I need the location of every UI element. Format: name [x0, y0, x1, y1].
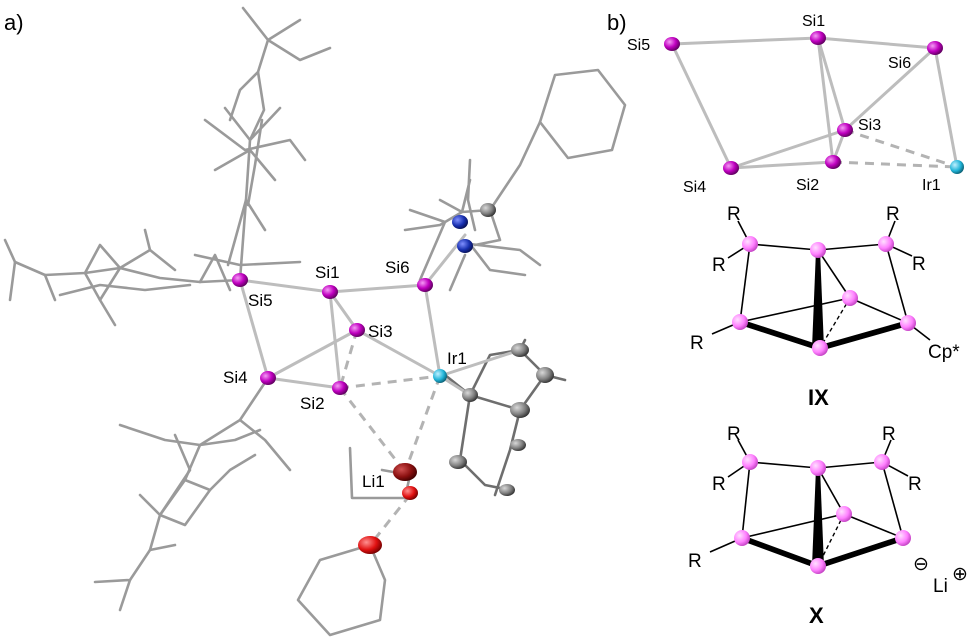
atom-n2: [457, 239, 473, 253]
nhc-ligand: [403, 68, 627, 292]
ix-r-2: R: [712, 255, 726, 276]
atom-si3: [349, 323, 365, 337]
x-r-3: R: [882, 424, 896, 445]
atom-labels-a: Si5 Si1 Si6 Si3 Si4 Si2 Ir1 Li1: [223, 258, 467, 491]
x-r-2: R: [712, 474, 726, 495]
atom-si4: [260, 371, 276, 385]
x-r-5: R: [688, 551, 702, 572]
b-atom-si2: [825, 155, 841, 169]
atom-ir1: [433, 369, 447, 383]
panel-b-label: b): [607, 10, 627, 35]
x-plus-sign: ⊕: [952, 564, 968, 585]
label-si1: Si1: [315, 263, 340, 282]
atom-o2: [358, 536, 382, 554]
b-label-ir1: Ir1: [922, 177, 941, 194]
label-li1: Li1: [362, 472, 385, 491]
left-trip-substituent: [3, 228, 242, 327]
label-ir1: Ir1: [447, 349, 467, 368]
atom-li1: [393, 463, 417, 481]
atom-c-cp3: [510, 402, 530, 418]
ix-atom-3: [878, 236, 894, 252]
label-si6: Si6: [385, 258, 410, 277]
atom-c-cp1: [511, 343, 529, 357]
b-atom-si5: [664, 37, 680, 51]
atom-n1: [452, 215, 468, 229]
x-r-4: R: [908, 474, 922, 495]
upper-trip-substituent: [193, 6, 332, 282]
atom-c-cp6: [499, 484, 515, 496]
b-label-si6: Si6: [888, 55, 911, 72]
ix-r-3: R: [886, 204, 900, 225]
ligand-wireframe: [3, 6, 627, 637]
atom-c-cp5: [449, 455, 467, 469]
ix-atom-4: [842, 290, 858, 306]
b-atom-si3: [837, 123, 853, 137]
atom-c-cp4: [462, 388, 478, 402]
atom-c-cp7: [510, 439, 526, 451]
thf-rings: [296, 446, 412, 637]
label-si5: Si5: [248, 291, 273, 310]
x-atom-2: [810, 460, 826, 476]
label-si2: Si2: [300, 394, 325, 413]
b-atom-si6: [927, 41, 943, 55]
b-label-si2: Si2: [796, 177, 819, 194]
atom-si6: [417, 278, 433, 292]
x-counterion: Li: [933, 576, 948, 597]
b-atom-si4: [723, 161, 739, 175]
x-compound-label: X: [809, 603, 824, 628]
panel-a-label: a): [4, 10, 24, 35]
x-atom-7: [895, 530, 911, 546]
atom-o1: [402, 486, 418, 500]
ix-atom-1: [742, 236, 758, 252]
atom-si1: [322, 285, 338, 299]
ix-r-1: R: [727, 204, 741, 225]
ix-compound-label: IX: [808, 385, 829, 410]
label-si4: Si4: [223, 368, 248, 387]
ix-r-4: R: [912, 254, 926, 275]
ix-atom-7: [900, 315, 916, 331]
scheme-ix: R R R R R Cp* IX: [690, 204, 960, 410]
ix-atom-6: [812, 340, 828, 356]
x-atom-5: [734, 530, 750, 546]
atoms-a: [232, 203, 554, 554]
b-label-si3: Si3: [858, 117, 881, 134]
x-minus-sign: ⊖: [913, 554, 929, 575]
b-label-si1: Si1: [802, 13, 825, 30]
b-label-si5: Si5: [627, 37, 650, 54]
ix-r-5: R: [690, 333, 704, 354]
label-si3: Si3: [368, 322, 393, 341]
x-atom-4: [836, 506, 852, 522]
atom-si5: [232, 273, 248, 287]
ix-cp-label: Cp*: [928, 342, 960, 363]
atom-c-nhc: [480, 203, 496, 217]
ix-atom-5: [732, 314, 748, 330]
b-atom-ir1: [950, 160, 964, 174]
core-bonds: [238, 233, 522, 546]
lower-trip-substituent: [93, 376, 292, 612]
b-label-si4: Si4: [683, 179, 706, 196]
b-atom-si1: [810, 31, 826, 45]
x-atom-6: [810, 558, 826, 574]
atom-si2: [332, 381, 348, 395]
ix-atom-2: [810, 242, 826, 258]
atom-c-cp2: [536, 367, 554, 383]
x-atom-1: [742, 454, 758, 470]
x-r-1: R: [727, 424, 741, 445]
x-atom-3: [874, 454, 890, 470]
cluster-core-b: Si5 Si1 Si6 Si3 Si4 Si2 Ir1: [627, 13, 964, 196]
scheme-x: R R R R R ⊖ Li ⊕ X: [688, 424, 968, 628]
